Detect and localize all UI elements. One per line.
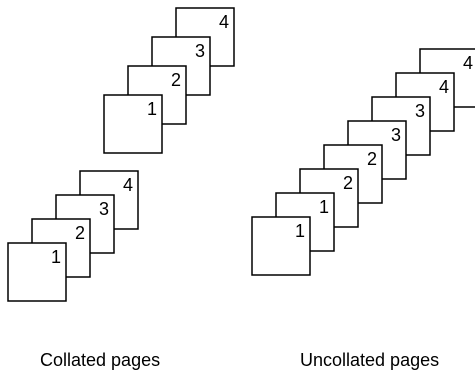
uncollated-page-number: 3 [391, 125, 401, 145]
collated-upper-page-number: 3 [195, 41, 205, 61]
uncollated-page-number: 1 [295, 221, 305, 241]
uncollated-page-8: 1 [251, 216, 311, 276]
uncollated-sheet [251, 216, 311, 276]
collated-lower-page-4: 1 [7, 242, 67, 302]
uncollated-page-number: 2 [367, 149, 377, 169]
uncollated-page-number: 3 [415, 101, 425, 121]
collated-upper-page-4: 1 [103, 94, 163, 154]
collated-lower-page-number: 1 [51, 247, 61, 267]
uncollated-page-number: 1 [319, 197, 329, 217]
collated-lower-page-number: 4 [123, 175, 133, 195]
uncollated-page-number: 4 [439, 77, 449, 97]
collated-upper-page-number: 1 [147, 99, 157, 119]
uncollated-page-number: 4 [463, 53, 473, 73]
uncollated-page-number: 2 [343, 173, 353, 193]
collated-upper-sheet [103, 94, 163, 154]
uncollated-caption: Uncollated pages [300, 350, 440, 370]
collated-lower-page-number: 2 [75, 223, 85, 243]
collated-lower-sheet [7, 242, 67, 302]
collated-upper-page-number: 4 [219, 12, 229, 32]
collated-lower-page-number: 3 [99, 199, 109, 219]
collated-caption: Collated pages [40, 350, 161, 370]
collated-upper-page-number: 2 [171, 70, 181, 90]
